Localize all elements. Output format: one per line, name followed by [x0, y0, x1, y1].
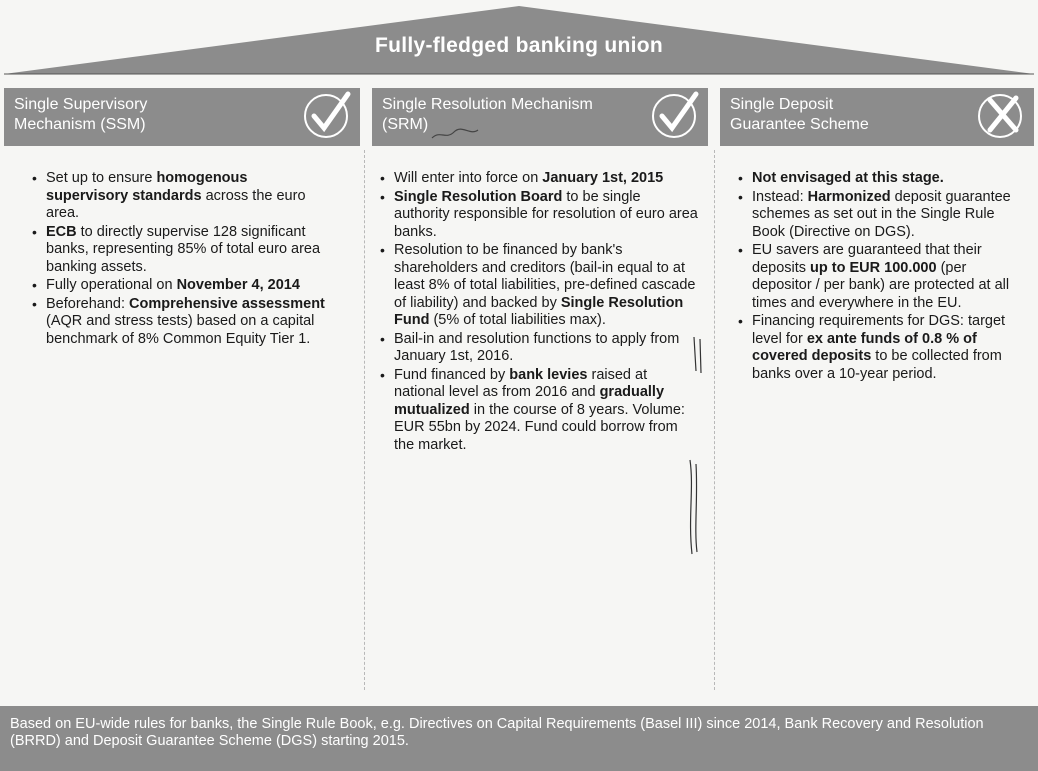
bullet-item: Resolution to be financed by bank's shar…	[380, 242, 700, 330]
checkmark-icon	[304, 91, 351, 138]
bullet-item: Not envisaged at this stage.	[738, 170, 1018, 188]
bullet-list: Will enter into force on January 1st, 20…	[380, 170, 700, 454]
handwritten-mark	[693, 336, 702, 374]
bullet-item: Bail-in and resolution functions to appl…	[380, 331, 700, 366]
bullet-item: Set up to ensure homogenous supervisory …	[32, 170, 332, 223]
bullet-item: Beforehand: Comprehensive assessment (AQ…	[32, 296, 332, 349]
bullet-list: Set up to ensure homogenous supervisory …	[32, 170, 332, 348]
pillar-body-ssm: Set up to ensure homogenous supervisory …	[32, 170, 332, 349]
pillar-header-ssm: Single Supervisory Mechanism (SSM)	[4, 88, 360, 146]
pillar-title-srm: Single Resolution Mechanism (SRM)	[382, 96, 593, 133]
bullet-item: Will enter into force on January 1st, 20…	[380, 170, 700, 188]
roof-shape	[4, 6, 1034, 75]
bullet-item: EU savers are guaranteed that their depo…	[738, 242, 1018, 312]
bullet-item: Financing requirements for DGS: target l…	[738, 313, 1018, 383]
handwritten-mark	[689, 459, 698, 555]
pillar-header-dgs: Single Deposit Guarantee Scheme	[720, 88, 1034, 146]
handwritten-mark	[431, 128, 479, 139]
checkmark-icon	[652, 91, 699, 138]
bullet-item: Fully operational on November 4, 2014	[32, 277, 332, 295]
pillar-body-srm: Will enter into force on January 1st, 20…	[380, 170, 700, 455]
bullet-item: Instead: Harmonized deposit guarantee sc…	[738, 189, 1018, 242]
page-title: Fully-fledged banking union	[374, 34, 664, 57]
column-divider	[714, 150, 715, 690]
footer-note: Based on EU-wide rules for banks, the Si…	[0, 706, 1038, 771]
pillar-header-srm: Single Resolution Mechanism (SRM)	[372, 88, 708, 146]
pillar-title-ssm: Single Supervisory Mechanism (SSM)	[14, 96, 148, 133]
pillar-title-dgs: Single Deposit Guarantee Scheme	[730, 96, 869, 133]
cross-icon	[978, 94, 1022, 138]
bullet-list: Not envisaged at this stage.Instead: Har…	[738, 170, 1018, 383]
bullet-item: Single Resolution Board to be single aut…	[380, 189, 700, 242]
bullet-item: ECB to directly supervise 128 significan…	[32, 224, 332, 277]
bullet-item: Fund financed by bank levies raised at n…	[380, 367, 700, 455]
column-divider	[364, 150, 365, 690]
pillar-body-dgs: Not envisaged at this stage.Instead: Har…	[738, 170, 1018, 384]
